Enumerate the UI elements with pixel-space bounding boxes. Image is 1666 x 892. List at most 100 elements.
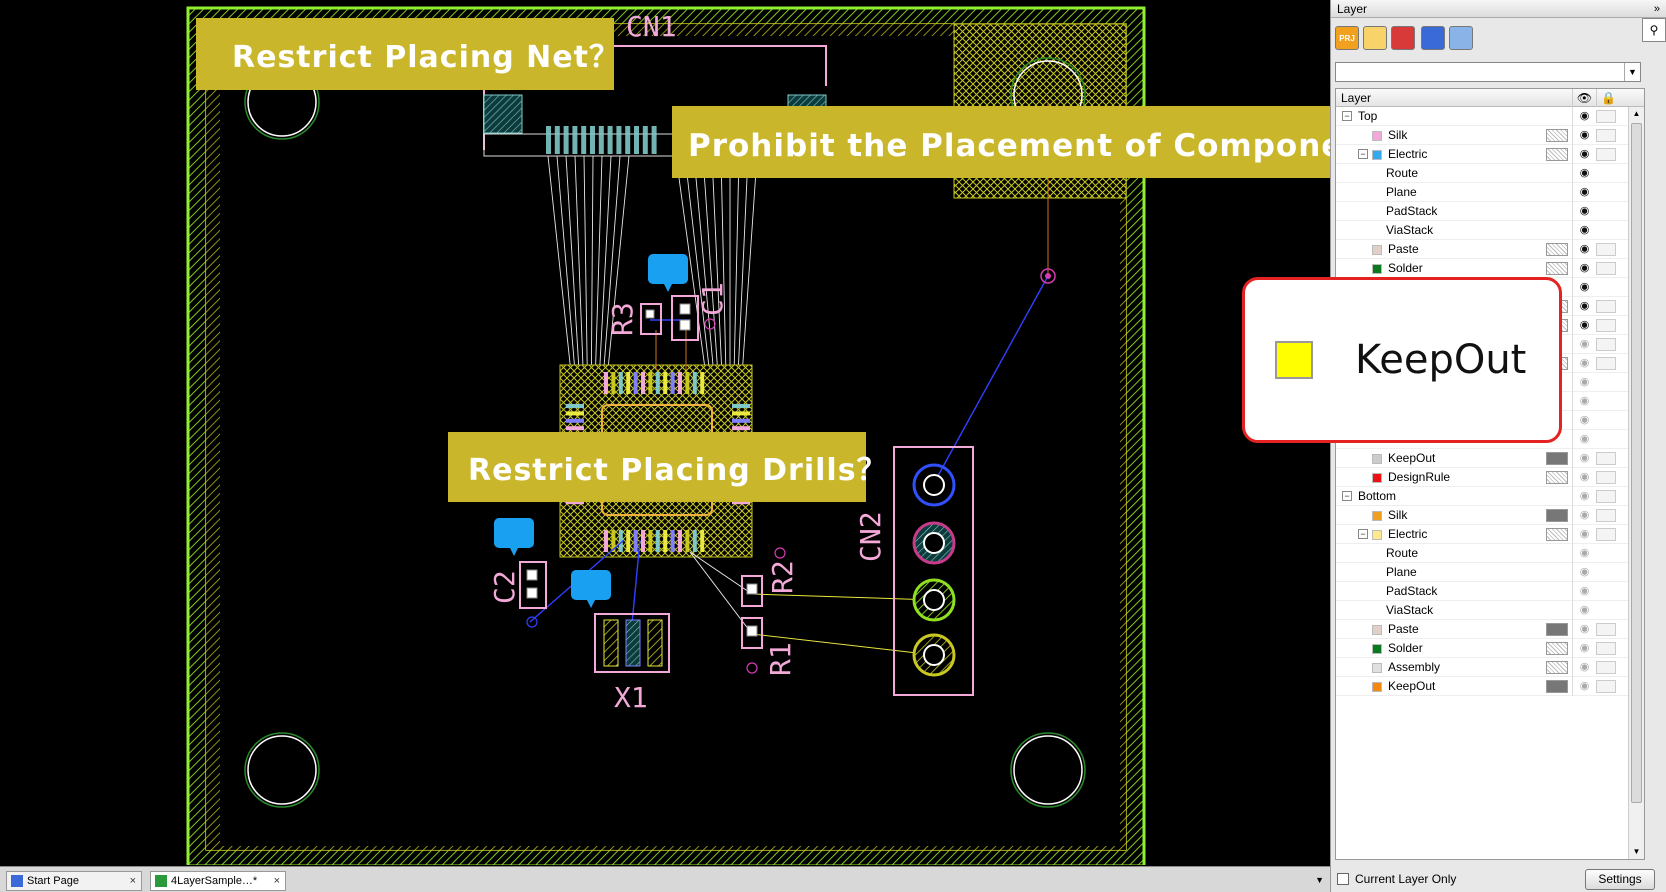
collapse-toggle-icon[interactable]: − [1342, 491, 1352, 501]
visibility-eye-icon[interactable]: ◉ [1572, 240, 1596, 259]
lock-toggle[interactable] [1596, 319, 1616, 332]
search-icon[interactable]: ⚲ [1642, 18, 1666, 42]
lock-toggle[interactable] [1596, 509, 1616, 522]
layer-color-swatch[interactable] [1372, 454, 1382, 464]
layer-pattern-swatch[interactable] [1546, 661, 1568, 674]
visibility-eye-icon[interactable]: ◉ [1572, 563, 1596, 582]
visibility-eye-icon[interactable]: ◉ [1572, 145, 1596, 164]
visibility-eye-icon[interactable]: ◉ [1572, 164, 1596, 183]
layer-row[interactable]: −Top◉ [1336, 107, 1628, 126]
grid-icon[interactable] [1449, 26, 1473, 50]
layer-pattern-swatch[interactable] [1546, 471, 1568, 484]
visibility-eye-icon[interactable]: ◉ [1572, 658, 1596, 677]
layer-color-swatch[interactable] [1372, 131, 1382, 141]
layer-pattern-swatch[interactable] [1546, 509, 1568, 522]
visibility-eye-icon[interactable]: ◉ [1572, 392, 1596, 411]
visibility-eye-icon[interactable]: ◉ [1572, 411, 1596, 430]
lock-toggle[interactable] [1596, 300, 1616, 313]
layer-color-swatch[interactable] [1372, 245, 1382, 255]
lock-toggle[interactable] [1596, 338, 1616, 351]
lock-column-icon[interactable]: 🔒 [1596, 89, 1620, 107]
collapse-toggle-icon[interactable]: − [1358, 149, 1368, 159]
settings-button[interactable]: Settings [1585, 869, 1655, 890]
visibility-eye-icon[interactable]: ◉ [1572, 107, 1596, 126]
layer-color-swatch[interactable] [1372, 150, 1382, 160]
layer-row[interactable]: DesignRule◉ [1336, 468, 1628, 487]
lock-toggle[interactable] [1596, 243, 1616, 256]
layer-row[interactable]: Solder◉ [1336, 639, 1628, 658]
layer-pattern-swatch[interactable] [1546, 642, 1568, 655]
close-icon[interactable]: × [129, 875, 136, 887]
layer-row[interactable]: Plane◉ [1336, 563, 1628, 582]
visibility-eye-icon[interactable]: ◉ [1572, 221, 1596, 240]
lock-toggle[interactable] [1596, 623, 1616, 636]
layer-pattern-swatch[interactable] [1546, 129, 1568, 142]
visibility-eye-icon[interactable]: ◉ [1572, 354, 1596, 373]
lock-toggle[interactable] [1596, 680, 1616, 693]
layer-row[interactable]: ViaStack◉ [1336, 221, 1628, 240]
layer-color-swatch[interactable] [1372, 473, 1382, 483]
layer-pattern-swatch[interactable] [1546, 452, 1568, 465]
layer-pattern-swatch[interactable] [1546, 148, 1568, 161]
layer-row[interactable]: Plane◉ [1336, 183, 1628, 202]
collapse-toggle-icon[interactable]: − [1342, 111, 1352, 121]
visibility-eye-icon[interactable]: ◉ [1572, 259, 1596, 278]
scroll-down-icon[interactable]: ▼ [1632, 847, 1641, 856]
visibility-eye-icon[interactable]: ◉ [1572, 202, 1596, 221]
layer-color-swatch[interactable] [1372, 644, 1382, 654]
layer-row[interactable]: Assembly◉ [1336, 658, 1628, 677]
layer-color-swatch[interactable] [1372, 511, 1382, 521]
visibility-eye-icon[interactable]: ◉ [1572, 544, 1596, 563]
layer-row[interactable]: ViaStack◉ [1336, 601, 1628, 620]
lock-toggle[interactable] [1596, 148, 1616, 161]
layer-color-swatch[interactable] [1372, 682, 1382, 692]
visibility-eye-icon[interactable]: ◉ [1572, 525, 1596, 544]
visibility-column-icon[interactable]: 👁 [1572, 89, 1596, 107]
visibility-eye-icon[interactable]: ◉ [1572, 639, 1596, 658]
pcb-canvas[interactable]: CN1 X1 R3 C1 C2 R2 R1 CN2 Restrict Placi… [0, 0, 1330, 865]
panel-pin-icon[interactable]: » [1653, 3, 1660, 15]
layer-row[interactable]: Paste◉ [1336, 240, 1628, 259]
layer-tree-scrollbar[interactable]: ▲ ▼ [1628, 107, 1644, 859]
lock-toggle[interactable] [1596, 129, 1616, 142]
scroll-up-icon[interactable]: ▲ [1632, 109, 1641, 118]
visibility-eye-icon[interactable]: ◉ [1572, 487, 1596, 506]
layer-row[interactable]: KeepOut◉ [1336, 449, 1628, 468]
layer-pattern-swatch[interactable] [1546, 623, 1568, 636]
chevron-down-icon[interactable]: ▼ [1624, 63, 1640, 81]
visibility-eye-icon[interactable]: ◉ [1572, 468, 1596, 487]
tab-4layersample[interactable]: 4LayerSample…* × [150, 871, 286, 891]
layer-row[interactable]: −Electric◉ [1336, 145, 1628, 164]
visibility-eye-icon[interactable]: ◉ [1572, 582, 1596, 601]
layer-row[interactable]: Paste◉ [1336, 620, 1628, 639]
visibility-eye-icon[interactable]: ◉ [1572, 278, 1596, 297]
layer-color-swatch[interactable] [1372, 530, 1382, 540]
layer-row[interactable]: PadStack◉ [1336, 202, 1628, 221]
lock-toggle[interactable] [1596, 357, 1616, 370]
layer-row[interactable]: Solder◉ [1336, 259, 1628, 278]
layer-row[interactable]: Route◉ [1336, 544, 1628, 563]
lock-toggle[interactable] [1596, 490, 1616, 503]
visibility-eye-icon[interactable]: ◉ [1572, 601, 1596, 620]
visibility-eye-icon[interactable]: ◉ [1572, 620, 1596, 639]
scroll-thumb[interactable] [1631, 123, 1642, 803]
layer-pattern-swatch[interactable] [1546, 262, 1568, 275]
visibility-eye-icon[interactable]: ◉ [1572, 373, 1596, 392]
layer-pattern-swatch[interactable] [1546, 528, 1568, 541]
visibility-eye-icon[interactable]: ◉ [1572, 316, 1596, 335]
visibility-eye-icon[interactable]: ◉ [1572, 430, 1596, 449]
visibility-eye-icon[interactable]: ◉ [1572, 677, 1596, 696]
notebook-icon[interactable] [1363, 26, 1387, 50]
tab-overflow-chevron-icon[interactable]: ▼ [1315, 875, 1324, 885]
layer-color-swatch[interactable] [1372, 264, 1382, 274]
layer-color-swatch[interactable] [1372, 663, 1382, 673]
layer-tree[interactable]: Layer 👁 🔒 −Top◉Silk◉−Electric◉Route◉Plan… [1335, 88, 1645, 860]
visibility-eye-icon[interactable]: ◉ [1572, 297, 1596, 316]
checkbox-box[interactable] [1337, 873, 1349, 885]
layer-filter-dropdown[interactable]: ▼ [1335, 62, 1641, 82]
visibility-eye-icon[interactable]: ◉ [1572, 335, 1596, 354]
tab-start-page[interactable]: Start Page × [6, 871, 142, 891]
layer-pattern-swatch[interactable] [1546, 243, 1568, 256]
lock-toggle[interactable] [1596, 262, 1616, 275]
lock-toggle[interactable] [1596, 528, 1616, 541]
